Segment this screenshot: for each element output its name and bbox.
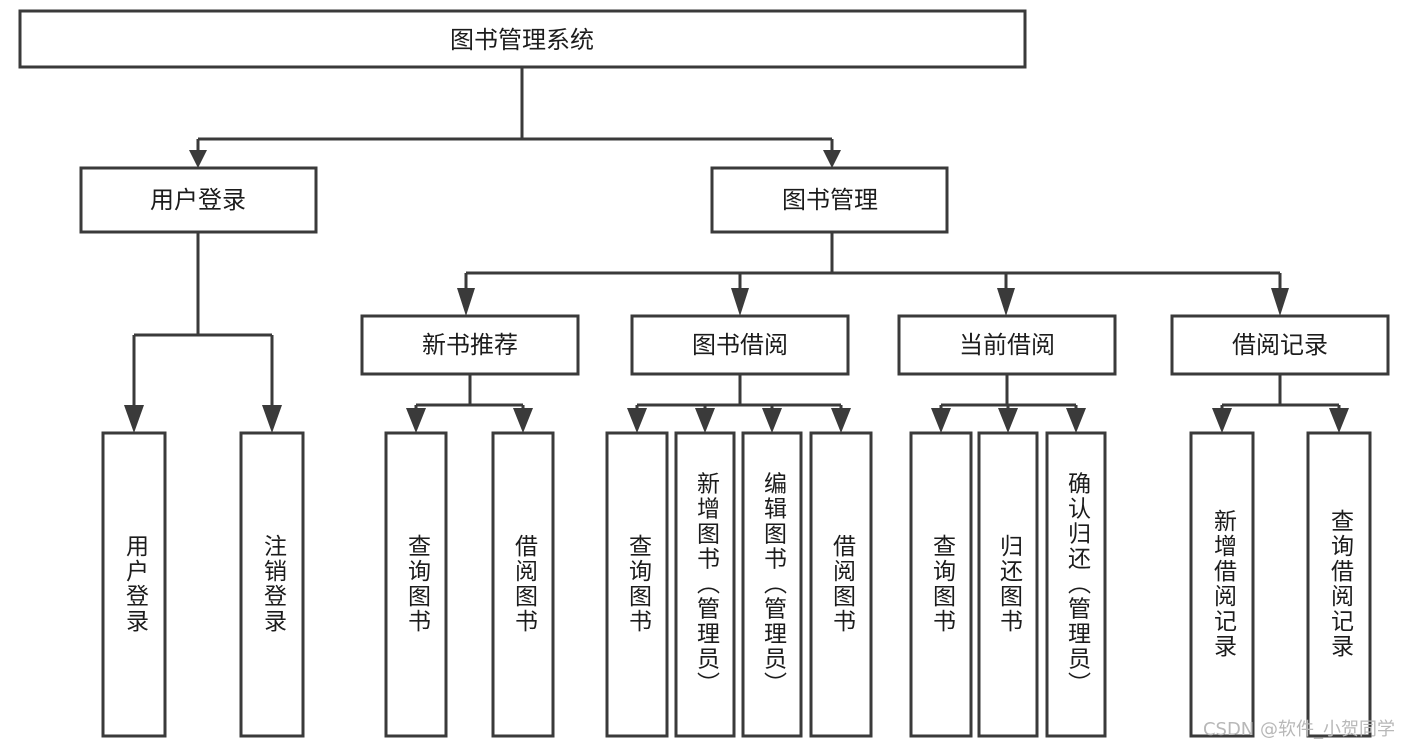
leaf-borrow-add-book[interactable]: 新增图书（管理员） (674, 431, 736, 738)
arrow-head-bk-edit (762, 408, 782, 433)
node-book-borrow[interactable]: 图书借阅 (630, 314, 850, 376)
node-book-management-label: 图书管理 (782, 186, 878, 214)
leaf-current-return-label: 归还图书 (996, 534, 1024, 634)
node-new-book-recommend-label: 新书推荐 (422, 331, 518, 359)
arrow-head-bk-query (627, 408, 647, 433)
leaf-user-login-logout-box[interactable] (239, 431, 305, 738)
node-borrow-records-label: 借阅记录 (1232, 331, 1328, 359)
leaf-user-login-login-label: 用户登录 (122, 534, 150, 634)
leaf-borrow-query[interactable]: 查询图书 (605, 431, 669, 738)
node-current-borrow-label: 当前借阅 (959, 331, 1055, 359)
leaf-records-query[interactable]: 查询借阅记录 (1306, 431, 1372, 738)
leaf-user-login-login[interactable]: 用户登录 (101, 431, 167, 738)
node-borrow-records-box[interactable] (1170, 314, 1390, 376)
arrow-head-cur-query (931, 408, 951, 433)
arrow-head-cur-return (998, 408, 1018, 433)
node-root[interactable]: 图书管理系统 (18, 9, 1027, 69)
leaf-borrow-edit-book-label: 编辑图书（管理员） (760, 472, 788, 697)
node-book-management[interactable]: 图书管理 (710, 166, 949, 234)
arrow-head-newbook (457, 288, 475, 316)
leaf-current-query[interactable]: 查询图书 (909, 431, 973, 738)
leaf-records-add-label: 新增借阅记录 (1210, 509, 1238, 659)
node-root-label: 图书管理系统 (450, 26, 594, 54)
leaf-borrow-borrow-book-label: 借阅图书 (829, 534, 857, 634)
leaf-new-book-borrow-label: 借阅图书 (511, 534, 539, 634)
arrow-head-rec-query (1329, 408, 1349, 433)
leaf-borrow-query-label: 查询图书 (625, 534, 653, 634)
leaf-current-confirm-return-label: 确认归还（管理员） (1064, 472, 1092, 697)
leaf-new-book-query[interactable]: 查询图书 (384, 431, 448, 738)
node-current-borrow[interactable]: 当前借阅 (897, 314, 1117, 376)
connectors (124, 67, 1349, 433)
arrow-head-bookmgmt (823, 150, 841, 168)
leaf-records-add-box[interactable] (1189, 431, 1255, 738)
node-current-borrow-box[interactable] (897, 314, 1117, 376)
arrow-head-cur-confirm (1066, 408, 1086, 433)
leaf-records-query-label: 查询借阅记录 (1327, 509, 1355, 659)
arrow-head-borrow (731, 288, 749, 316)
leaf-new-book-borrow-box[interactable] (491, 431, 555, 738)
node-user-login-box[interactable] (79, 166, 318, 234)
node-new-book-recommend[interactable]: 新书推荐 (360, 314, 580, 376)
node-book-management-box[interactable] (710, 166, 949, 234)
leaf-new-book-borrow[interactable]: 借阅图书 (491, 431, 555, 738)
node-user-login-label: 用户登录 (150, 186, 246, 214)
arrow-head-user-login (124, 405, 144, 433)
leaf-borrow-borrow-book-box[interactable] (809, 431, 873, 738)
node-user-login[interactable]: 用户登录 (79, 166, 318, 234)
arrow-head-rec-add (1212, 408, 1232, 433)
leaf-borrow-query-box[interactable] (605, 431, 669, 738)
leaf-borrow-add-book-box[interactable] (674, 431, 736, 738)
node-borrow-records[interactable]: 借阅记录 (1170, 314, 1390, 376)
arrow-head-logout (262, 405, 282, 433)
leaf-current-return-box[interactable] (977, 431, 1039, 738)
leaf-borrow-borrow-book[interactable]: 借阅图书 (809, 431, 873, 738)
node-book-borrow-box[interactable] (630, 314, 850, 376)
arrow-head-nb-borrow (513, 408, 533, 433)
arrow-head-records (1271, 288, 1289, 316)
leaf-borrow-edit-book[interactable]: 编辑图书（管理员） (741, 431, 803, 738)
leaf-current-return[interactable]: 归还图书 (977, 431, 1039, 738)
node-root-box[interactable] (18, 9, 1027, 69)
leaf-records-add[interactable]: 新增借阅记录 (1189, 431, 1255, 738)
arrow-head-nb-query (406, 408, 426, 433)
leaf-current-query-box[interactable] (909, 431, 973, 738)
arrow-head-login (189, 150, 207, 168)
leaf-records-query-box[interactable] (1306, 431, 1372, 738)
leaf-user-login-logout[interactable]: 注销登录 (239, 431, 305, 738)
arrow-head-bk-borrow (831, 408, 851, 433)
leaf-user-login-logout-label: 注销登录 (260, 534, 288, 634)
leaf-borrow-edit-book-box[interactable] (741, 431, 803, 738)
leaf-current-confirm-return-box[interactable] (1045, 431, 1107, 738)
arrow-head-bk-add (695, 408, 715, 433)
leaf-new-book-query-box[interactable] (384, 431, 448, 738)
node-book-borrow-label: 图书借阅 (692, 331, 788, 359)
leaf-borrow-add-book-label: 新增图书（管理员） (693, 472, 721, 697)
leaf-current-confirm-return[interactable]: 确认归还（管理员） (1045, 431, 1107, 738)
node-new-book-recommend-box[interactable] (360, 314, 580, 376)
leaf-user-login-login-box[interactable] (101, 431, 167, 738)
leaf-new-book-query-label: 查询图书 (404, 534, 432, 634)
leaf-current-query-label: 查询图书 (929, 534, 957, 634)
arrow-head-current (997, 288, 1015, 316)
